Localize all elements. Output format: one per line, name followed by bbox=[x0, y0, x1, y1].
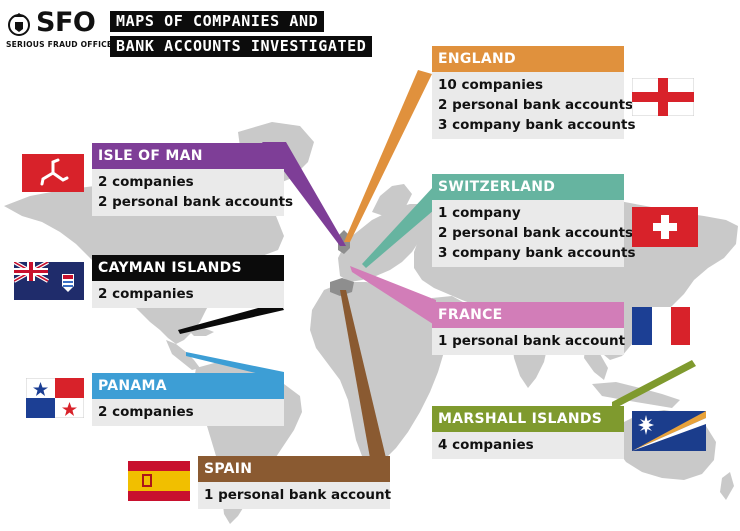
spain-item: 1 personal bank account bbox=[204, 487, 392, 503]
panama-heading: PANAMA bbox=[92, 373, 284, 399]
france-connector bbox=[350, 266, 436, 326]
switzerland-item: 2 personal bank accounts bbox=[438, 225, 634, 241]
africa bbox=[310, 282, 446, 464]
england-heading: ENGLAND bbox=[432, 46, 624, 72]
france-item: 1 personal bank account bbox=[438, 333, 626, 349]
logo-full-name: SERIOUS FRAUD OFFICE bbox=[6, 40, 113, 49]
isle-of-man-item: 2 companies bbox=[98, 174, 194, 190]
title-line-1: MAPS OF COMPANIES AND bbox=[110, 11, 325, 32]
switzerland-connector bbox=[362, 186, 434, 268]
central-america bbox=[166, 340, 200, 370]
marshall-islands-heading: MARSHALL ISLANDS bbox=[432, 406, 624, 432]
switzerland-heading: SWITZERLAND bbox=[432, 174, 624, 200]
cayman-islands-item: 2 companies bbox=[98, 286, 194, 302]
spain-shape bbox=[330, 278, 354, 296]
switzerland-details: 1 company 2 personal bank accounts 3 com… bbox=[432, 200, 636, 267]
panama-details: 2 companies bbox=[92, 399, 284, 426]
france-heading: FRANCE bbox=[432, 302, 624, 328]
panama-flag-icon bbox=[26, 378, 84, 418]
isle-of-man-box: ISLE OF MAN 2 companies 2 personal bank … bbox=[92, 143, 294, 216]
england-item: 3 company bank accounts bbox=[438, 117, 636, 133]
marshall-islands-flag-icon bbox=[632, 411, 706, 451]
panama-box: PANAMA 2 companies bbox=[92, 373, 284, 426]
logo-abbreviation: SFO bbox=[36, 7, 96, 38]
isle-of-man-details: 2 companies 2 personal bank accounts bbox=[92, 169, 294, 216]
switzerland-item: 1 company bbox=[438, 205, 521, 221]
england-item: 2 personal bank accounts bbox=[438, 97, 634, 113]
france-flag-icon bbox=[632, 307, 690, 345]
cayman-islands-details: 2 companies bbox=[92, 281, 284, 308]
marshall-islands-item: 4 companies bbox=[438, 437, 534, 453]
spain-details: 1 personal bank account bbox=[198, 482, 392, 509]
marshall-connector bbox=[612, 360, 696, 410]
spain-heading: SPAIN bbox=[198, 456, 390, 482]
cayman-islands-heading: CAYMAN ISLANDS bbox=[92, 255, 284, 281]
panama-item: 2 companies bbox=[98, 404, 194, 420]
france-box: FRANCE 1 personal bank account bbox=[432, 302, 626, 355]
isle-of-man-flag-icon bbox=[22, 154, 84, 192]
england-connector bbox=[344, 70, 432, 242]
england-box: ENGLAND 10 companies 2 personal bank acc… bbox=[432, 46, 636, 139]
cayman-islands-box: CAYMAN ISLANDS 2 companies bbox=[92, 255, 284, 308]
spain-flag-icon bbox=[128, 461, 190, 501]
isle-of-man-heading: ISLE OF MAN bbox=[92, 143, 284, 169]
france-details: 1 personal bank account bbox=[432, 328, 626, 355]
crest-icon bbox=[8, 13, 30, 36]
switzerland-box: SWITZERLAND 1 company 2 personal bank ac… bbox=[432, 174, 636, 267]
cayman-connector bbox=[178, 302, 284, 334]
isle-of-man-item: 2 personal bank accounts bbox=[98, 194, 294, 210]
title-line-2: BANK ACCOUNTS INVESTIGATED bbox=[110, 36, 373, 57]
cayman-islands-flag-icon bbox=[14, 262, 84, 300]
japan bbox=[676, 240, 696, 276]
spain-box: SPAIN 1 personal bank account bbox=[198, 456, 392, 509]
new-zealand bbox=[720, 472, 734, 500]
marshall-islands-details: 4 companies bbox=[432, 432, 624, 459]
england-item: 10 companies bbox=[438, 77, 544, 93]
england-flag-icon bbox=[632, 78, 694, 116]
scandinavia bbox=[372, 184, 412, 216]
switzerland-flag-icon bbox=[632, 207, 698, 247]
england-details: 10 companies 2 personal bank accounts 3 … bbox=[432, 72, 636, 139]
marshall-islands-box: MARSHALL ISLANDS 4 companies bbox=[432, 406, 624, 459]
spain-connector bbox=[340, 290, 386, 458]
switzerland-item: 3 company bank accounts bbox=[438, 245, 636, 261]
sfo-logo: SFO SERIOUS FRAUD OFFICE bbox=[4, 7, 112, 52]
